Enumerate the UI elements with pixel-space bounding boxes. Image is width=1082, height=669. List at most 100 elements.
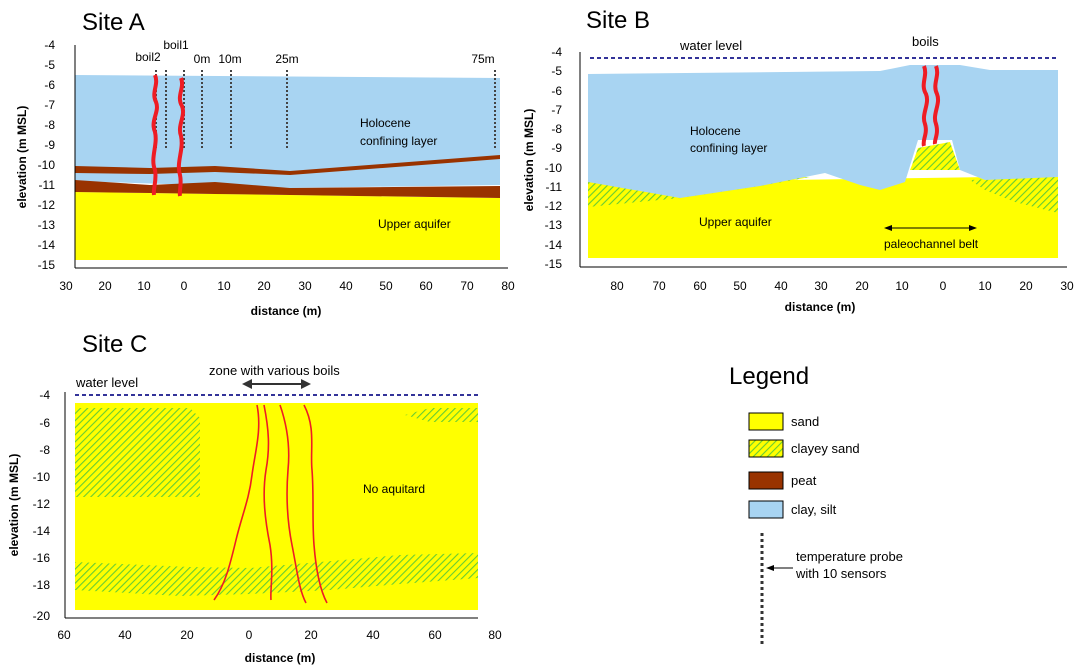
site-b-xlabel: distance (m) <box>785 300 856 314</box>
site-c-xlabel: distance (m) <box>245 651 316 665</box>
site-c-aquitard-label: No aquitard <box>363 482 425 496</box>
site-b-holocene-label: Holocene <box>690 124 741 138</box>
site-b-title: Site B <box>586 7 650 34</box>
site-b-xtick: 30 <box>1060 279 1074 293</box>
site-a-ytick: -14 <box>38 238 56 252</box>
legend-swatch-sand <box>748 412 784 431</box>
site-b-ytick: -7 <box>551 103 562 117</box>
site-b-panel: Site B -4 -5 -6 -7 -8 -9 -10 -11 <box>522 7 1074 314</box>
site-a-panel: Site A -4 -5 -6 -7 -8 -9 <box>15 9 515 318</box>
site-b-xtick: 70 <box>652 279 666 293</box>
site-c-xtick: 20 <box>304 628 318 642</box>
site-c-ylabel: elevation (m MSL) <box>7 454 21 557</box>
site-a-ytick: -13 <box>38 218 56 232</box>
site-c-ytick: -20 <box>33 609 51 623</box>
site-b-ytick: -6 <box>551 84 562 98</box>
site-b-holocene-label: confining layer <box>690 141 767 155</box>
site-a-xlabel: distance (m) <box>251 304 322 318</box>
site-c-xtick: 60 <box>57 628 71 642</box>
legend-item-label: peat <box>791 473 817 488</box>
site-a-xtick: 30 <box>298 279 312 293</box>
site-c-clayey-sand-upper-east <box>405 408 478 422</box>
site-c-xtick: 0 <box>246 628 253 642</box>
site-a-title: Site A <box>82 9 145 36</box>
site-a-probe-label: 0m <box>194 52 211 66</box>
site-b-boils-label: boils <box>912 34 939 49</box>
site-c-zone-label: zone with various boils <box>209 363 340 378</box>
site-a-ytick: -15 <box>38 258 56 272</box>
site-b-clayey-sand-mound <box>910 142 960 170</box>
legend: Legend sand clayey sand peat clay, silt … <box>729 363 903 645</box>
site-b-xtick: 10 <box>895 279 909 293</box>
site-a-xtick: 20 <box>257 279 271 293</box>
site-b-ytick: -15 <box>545 257 563 271</box>
site-b-clay-layer <box>588 65 1058 198</box>
site-b-ytick: -11 <box>546 180 563 194</box>
legend-swatch-clayey-sand <box>748 439 784 458</box>
site-c-xtick: 40 <box>366 628 380 642</box>
site-c-xtick: 60 <box>428 628 442 642</box>
site-b-xtick: 60 <box>693 279 707 293</box>
site-a-xtick: 30 <box>59 279 73 293</box>
site-a-ytick: -4 <box>44 38 55 52</box>
site-c-ytick: -6 <box>39 416 50 430</box>
site-a-ytick: -9 <box>44 138 55 152</box>
legend-title: Legend <box>729 363 809 390</box>
site-a-probe-label: boil1 <box>163 38 189 52</box>
site-a-xtick: 60 <box>419 279 433 293</box>
site-a-boil-1 <box>176 77 185 197</box>
legend-item-label: clayey sand <box>791 441 860 456</box>
site-b-xtick: 20 <box>1019 279 1033 293</box>
site-a-xtick: 0 <box>181 279 188 293</box>
site-a-probe-label: 25m <box>275 52 298 66</box>
site-a-ytick: -8 <box>44 118 55 132</box>
site-b-ytick: -13 <box>545 218 563 232</box>
site-b-ytick: -5 <box>551 64 562 78</box>
site-b-boil-left <box>921 65 929 147</box>
site-b-xtick: 30 <box>814 279 828 293</box>
site-c-ytick: -16 <box>33 551 51 565</box>
site-a-probe-label: 10m <box>218 52 241 66</box>
site-a-xtick: 80 <box>501 279 515 293</box>
site-b-water-level-label: water level <box>679 38 742 53</box>
site-b-xtick: 40 <box>774 279 788 293</box>
site-a-ytick: -5 <box>44 58 55 72</box>
site-b-xtick: 0 <box>940 279 947 293</box>
site-c-ytick: -18 <box>33 578 51 592</box>
site-b-ytick: -8 <box>551 122 562 136</box>
site-b-xtick: 50 <box>733 279 747 293</box>
site-c-panel: Site C -4 -6 -8 -10 -12 -14 -16 <box>7 331 502 665</box>
site-c-boil-lines <box>213 404 328 604</box>
site-a-ytick: -11 <box>39 178 56 192</box>
site-a-upper-peat <box>75 155 500 175</box>
site-a-xtick: 40 <box>339 279 353 293</box>
site-c-ytick: -12 <box>33 497 51 511</box>
site-c-xtick: 20 <box>180 628 194 642</box>
site-b-xtick: 80 <box>610 279 624 293</box>
site-c-title: Site C <box>82 331 147 358</box>
site-a-aquifer-label: Upper aquifer <box>378 217 451 231</box>
site-a-xtick: 10 <box>217 279 231 293</box>
site-a-probe-label: boil2 <box>135 50 161 64</box>
site-b-boil-right <box>932 65 940 145</box>
legend-item-label: sand <box>791 414 819 429</box>
site-a-ytick: -6 <box>44 78 55 92</box>
legend-probe-label: temperature probe <box>796 549 903 564</box>
legend-swatch-peat <box>748 471 784 490</box>
site-c-xtick: 80 <box>488 628 502 642</box>
site-a-xtick: 20 <box>98 279 112 293</box>
site-c-ytick: -4 <box>39 388 50 402</box>
site-a-xtick: 10 <box>137 279 151 293</box>
site-b-ytick: -10 <box>545 161 563 175</box>
site-b-clayey-sand-east <box>970 176 1058 213</box>
site-b-aquifer-label: Upper aquifer <box>699 215 772 229</box>
site-a-sand-layer <box>75 192 500 260</box>
legend-swatch-clay-silt <box>748 500 784 519</box>
site-b-ytick: -12 <box>545 199 563 213</box>
site-c-xtick: 40 <box>118 628 132 642</box>
site-c-ytick: -14 <box>33 524 51 538</box>
site-a-ytick: -7 <box>44 98 55 112</box>
site-a-holocene-label: Holocene <box>360 116 411 130</box>
site-b-ytick: -4 <box>551 45 562 59</box>
